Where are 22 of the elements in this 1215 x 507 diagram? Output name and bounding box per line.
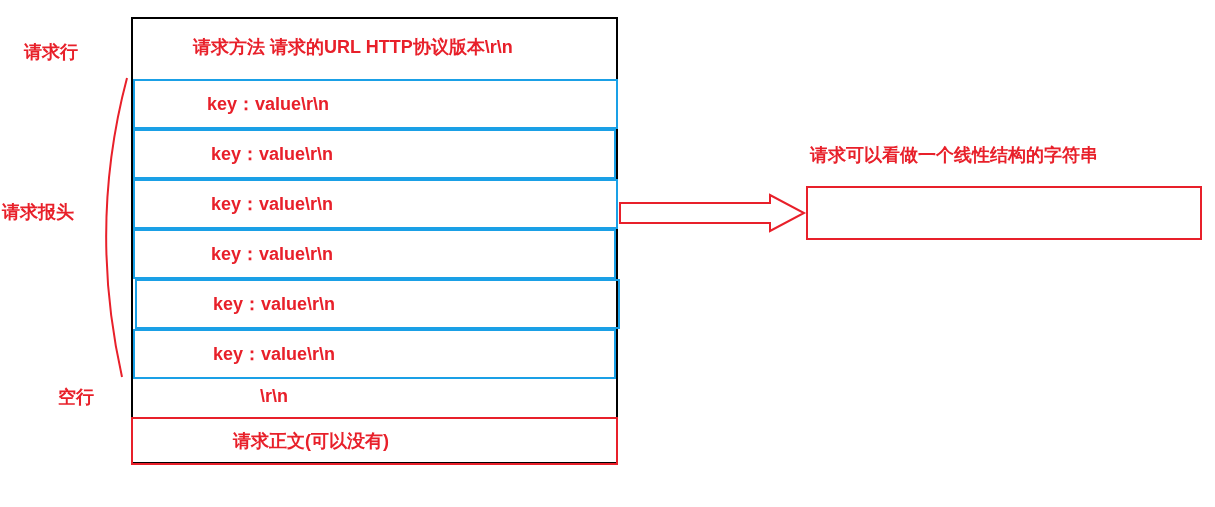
header-text: key：value\r\n xyxy=(213,293,336,315)
body-box xyxy=(131,417,618,465)
header-text: key：value\r\n xyxy=(211,143,334,165)
header-text: key：value\r\n xyxy=(207,93,330,115)
header-text: key：value\r\n xyxy=(213,343,336,365)
body-text: 请求正文(可以没有) xyxy=(233,430,389,452)
request-line-label: 请求行 xyxy=(24,41,78,63)
blank-line-label: 空行 xyxy=(58,386,94,408)
request-line-text: 请求方法 请求的URL HTTP协议版本\r\n xyxy=(193,36,513,58)
blank-line-text: \r\n xyxy=(260,385,288,407)
header-text: key：value\r\n xyxy=(211,243,334,265)
header-row xyxy=(133,79,618,129)
hollow-arrow xyxy=(619,193,807,233)
header-row xyxy=(133,179,618,229)
header-row xyxy=(133,329,616,379)
request-frame xyxy=(131,17,618,464)
header-text: key：value\r\n xyxy=(211,193,334,215)
heading-text: 请求可以看做一个线性结构的字符串 xyxy=(810,144,1098,166)
header-row xyxy=(133,229,616,279)
request-header-label: 请求报头 xyxy=(2,201,74,223)
header-row xyxy=(135,279,620,329)
header-row xyxy=(133,129,616,179)
